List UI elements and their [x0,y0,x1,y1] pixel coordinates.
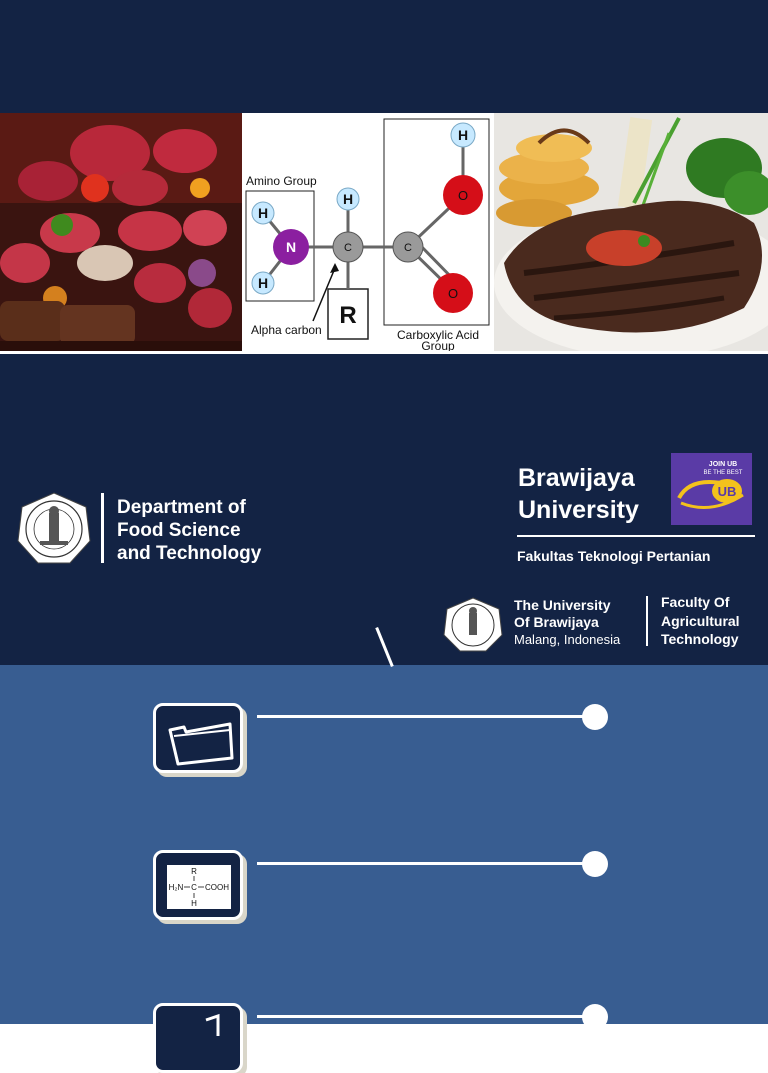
department-seal [16,491,92,567]
agenda-item-3-tile[interactable] [153,1003,243,1073]
agenda-item-3-line [257,1015,593,1018]
university-full-name-line-2: Of Brawijaya [514,614,599,630]
department-title: Department of Food Science and Technolog… [117,496,317,565]
department-line-3: and Technology [117,543,262,564]
atom-h-label: H [258,275,268,291]
faculty-english-name: Faculty Of Agricultural Technology [661,593,740,649]
partial-icon [205,1013,220,1036]
university-name-line-1: Brawijaya [518,464,635,492]
amino-formula-icon: R H₂N C COOH H [167,865,231,909]
alpha-carbon-caption: Alpha carbon [251,323,322,337]
amino-acid-diagram: H H H H N C C O O R Amino Group Alpha ca… [243,113,493,351]
agenda-item-1-tile[interactable] [153,703,243,773]
university-full-name: The University Of Brawijaya Malang, Indo… [514,597,620,648]
university-name-line-2: University [518,496,639,524]
university-rule [517,535,755,537]
formula-left: H₂N [169,883,184,892]
department-line-1: Department of [117,497,246,518]
badge-join-text: JOIN UB [709,461,737,468]
agenda-item-2-line [257,862,593,865]
faculty-line-1: Faculty Of [661,594,730,610]
faculty-indonesian-name: Fakultas Teknologi Pertanian [517,548,711,564]
atom-c-label: C [344,242,352,254]
carboxyl-caption: Carboxylic Acid [397,328,479,342]
department-line-2: Food Science [117,520,241,541]
agenda-item-1-line [257,715,593,718]
university-full-name-line-1: The University [514,597,611,613]
raw-meat-photo [0,113,242,351]
formula-r: R [191,867,197,876]
steak-photo [494,113,768,351]
folder-icon [168,722,234,766]
agenda-item-1-dot [582,704,608,730]
university-name: Brawijaya University [518,462,668,526]
image-banner: H H H H N C C O O R Amino Group Alpha ca… [0,113,768,354]
faculty-divider [646,596,648,646]
agenda-background [0,665,768,1024]
amino-group-caption: Amino Group [246,174,317,188]
agenda-item-2-tile[interactable]: R H₂N C COOH H [153,850,243,920]
atom-o-label: O [448,286,458,301]
agenda-item-2-dot [582,851,608,877]
formula-h: H [191,899,197,908]
side-chain-label: R [339,302,356,329]
ub-badge-logo: JOIN UB BE THE BEST UB [671,453,752,525]
atom-h-label: H [258,205,268,221]
badge-best-text: BE THE BEST [704,470,743,476]
atom-h-label: H [458,127,468,143]
formula-c: C [191,883,197,892]
faculty-line-3: Technology [661,631,739,647]
carboxyl-caption-group: Group [421,339,455,351]
agenda-item-3-dot [582,1004,608,1030]
atom-o-label: O [458,188,468,203]
faculty-line-2: Agricultural [661,612,740,629]
university-location: Malang, Indonesia [514,632,621,647]
atom-c-label: C [404,242,412,254]
badge-ub-letters: UB [718,484,737,499]
formula-right: COOH [205,883,229,892]
department-divider [101,493,104,563]
university-seal [443,597,503,653]
atom-h-label: H [343,191,353,207]
atom-n-label: N [286,239,296,255]
